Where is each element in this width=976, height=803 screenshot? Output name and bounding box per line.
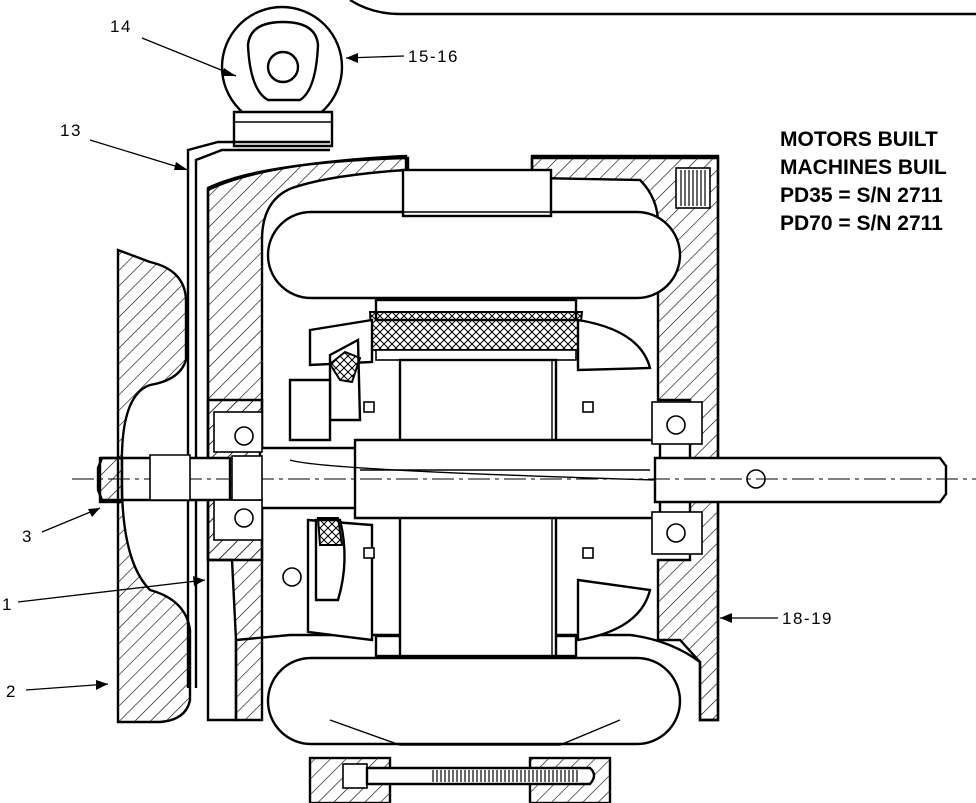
note-line-1: MOTORS BUILT	[780, 128, 938, 151]
callout-14: 14	[110, 17, 132, 36]
rotor-fan-top	[576, 318, 652, 372]
mounting-bracket	[186, 140, 330, 688]
callout-1: 1	[2, 595, 13, 614]
note-line-2: MACHINES BUIL	[780, 156, 947, 179]
callout-2: 2	[6, 682, 17, 701]
callout-15-16: 15-16	[408, 47, 459, 66]
stator-winding-top	[266, 210, 682, 300]
callout-leaders	[17, 37, 778, 691]
note-line-3: PD35 = S/N 2711	[780, 184, 943, 207]
mounting-bracket-inner	[194, 148, 330, 688]
note-line-4: PD70 = S/N 2711	[780, 212, 943, 235]
callout-3: 3	[22, 527, 33, 546]
pulley-hub	[149, 454, 191, 501]
model-note: MOTORS BUILT MACHINES BUIL PD35 = S/N 27…	[780, 128, 947, 235]
callout-18-19: 18-19	[782, 609, 833, 628]
fan-nut	[98, 456, 124, 504]
front-end-bell	[206, 154, 408, 722]
rear-bearing	[651, 401, 703, 555]
through-bolt	[308, 719, 621, 803]
terminal-threads	[678, 170, 708, 206]
rotor-end-ring	[368, 311, 584, 351]
page-frame-border	[349, 0, 976, 16]
winding-terminal-block	[401, 168, 553, 218]
callout-13: 13	[60, 121, 82, 140]
eye-bolt	[220, 5, 344, 148]
rotor-ring-lip	[375, 349, 577, 361]
front-bearing	[213, 411, 263, 541]
centrifugal-switch	[282, 318, 374, 642]
stator-winding-bottom	[266, 656, 682, 746]
rotor-fan-bottom	[576, 578, 652, 642]
